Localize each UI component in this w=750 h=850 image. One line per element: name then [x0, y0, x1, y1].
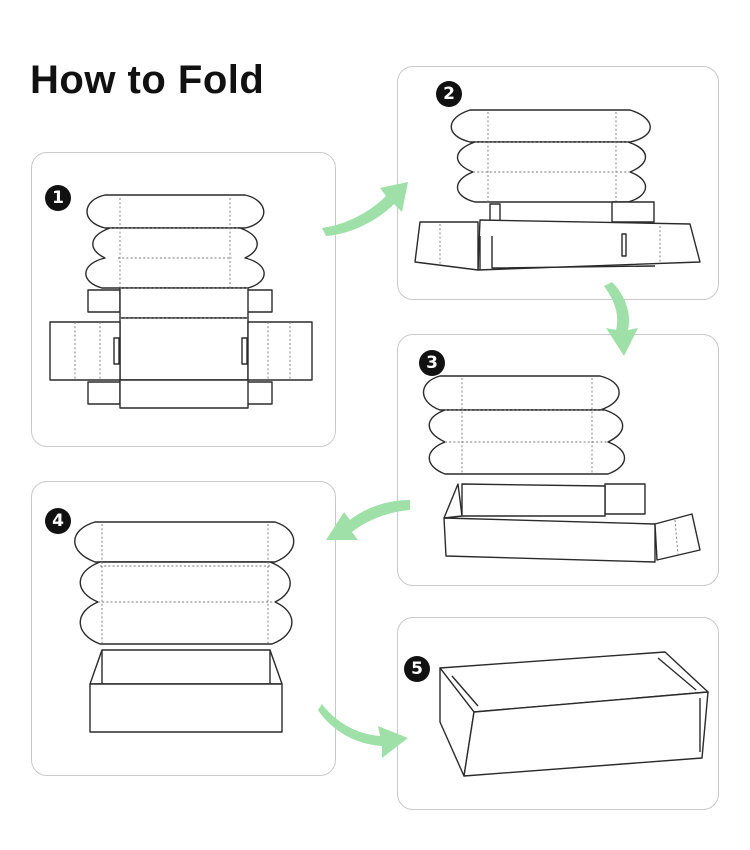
step-3-badge: 3 — [419, 350, 445, 376]
step-5-badge: 5 — [404, 656, 430, 682]
step-2-badge: 2 — [436, 81, 462, 107]
arrow-step4-to-step5 — [318, 704, 408, 758]
step-4-badge: 4 — [45, 508, 71, 534]
step-1-badge: 1 — [45, 185, 71, 211]
arrow-step3-to-step4 — [326, 500, 410, 540]
closed-box-diagram — [439, 651, 709, 777]
flat-box-diagram — [49, 194, 313, 409]
page-title: How to Fold — [30, 58, 265, 102]
partially-folded-box-diagram — [414, 109, 701, 271]
arrow-step1-to-step2 — [322, 182, 408, 236]
tray-formed-box-diagram — [423, 375, 701, 563]
open-lid-box-diagram — [74, 521, 295, 733]
arrow-step2-to-step3 — [604, 282, 638, 356]
